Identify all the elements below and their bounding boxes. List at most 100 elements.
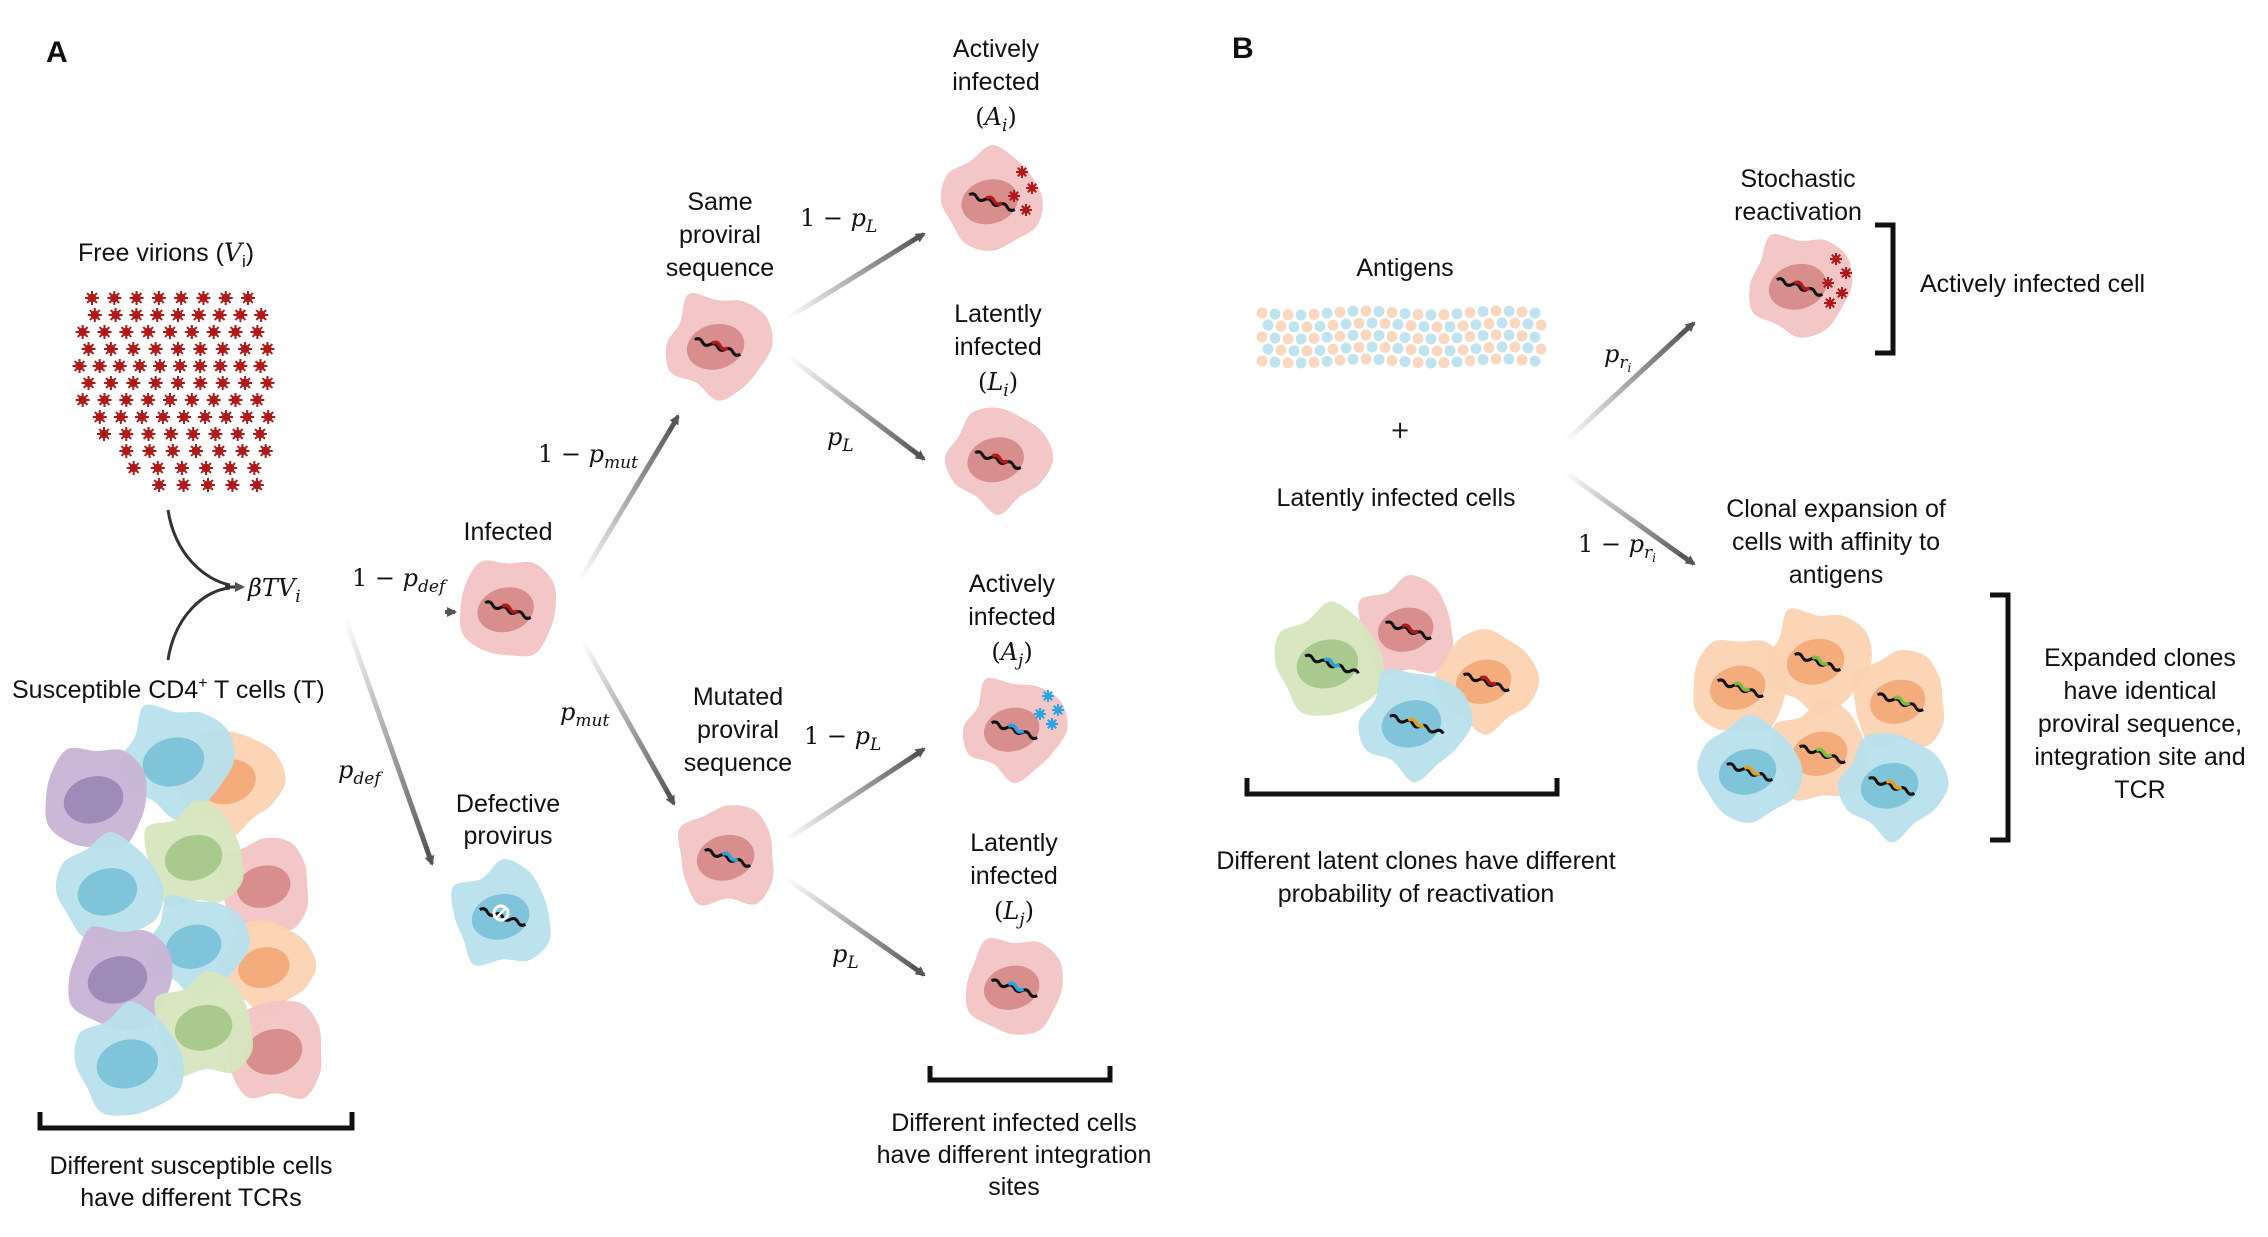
virion-icon bbox=[1042, 690, 1054, 702]
virion-icon bbox=[201, 478, 215, 492]
virion-icon bbox=[215, 342, 230, 356]
virion-icon bbox=[97, 393, 112, 407]
antigen-dot bbox=[1275, 344, 1287, 356]
virion-icon bbox=[240, 410, 255, 424]
virion-icon bbox=[87, 308, 102, 322]
provirus-dna bbox=[1794, 652, 1842, 672]
defective-provirus-cell bbox=[451, 859, 551, 966]
antigen-dot bbox=[1386, 330, 1398, 342]
virion-icon bbox=[253, 359, 268, 373]
antigen-dot bbox=[1288, 321, 1300, 333]
cell-purple bbox=[68, 926, 173, 1031]
antigen-dot bbox=[1412, 333, 1424, 345]
cell-nucleus bbox=[471, 893, 530, 940]
integration-segment bbox=[1793, 280, 1811, 291]
cell-red bbox=[227, 1000, 322, 1099]
antigen-dot bbox=[1490, 305, 1502, 317]
free-virions-label: Free virions (Vi) bbox=[78, 238, 254, 271]
virion-icon bbox=[260, 342, 275, 356]
virion-icon bbox=[241, 291, 255, 305]
cell-nucleus bbox=[961, 179, 1018, 225]
defective-label-line2: provirus bbox=[464, 822, 553, 850]
latent-i-symbol: (Li) bbox=[978, 368, 1018, 401]
diff-susceptible-line2: have different TCRs bbox=[80, 1184, 301, 1212]
virion-icon bbox=[1822, 277, 1834, 289]
virion-icon bbox=[230, 427, 245, 441]
antigen-dot bbox=[1425, 309, 1437, 321]
virion-icon bbox=[92, 410, 107, 424]
virion-icon bbox=[132, 359, 147, 373]
antigen-dot bbox=[1366, 341, 1378, 353]
cell-merge-curve bbox=[166, 586, 231, 661]
same-seq-line2: proviral bbox=[679, 221, 761, 249]
arrow-mutated-to-latent bbox=[784, 875, 922, 975]
arrow-to-defective bbox=[342, 617, 433, 859]
defect-marker-slash bbox=[495, 907, 507, 919]
expanded-line1: Expanded clones bbox=[2044, 644, 2236, 672]
antigen-dot bbox=[1464, 307, 1476, 319]
antigen-dot bbox=[1477, 354, 1489, 366]
antigen-dot bbox=[1503, 329, 1515, 341]
infected-cell bbox=[460, 560, 556, 657]
virion-icon bbox=[112, 359, 127, 373]
virion-icon bbox=[184, 393, 199, 407]
virion-icon bbox=[198, 410, 213, 424]
antigen-dot bbox=[1353, 341, 1365, 353]
antigen-dot bbox=[1327, 343, 1339, 355]
antigen-dot bbox=[1464, 331, 1476, 343]
virion-icon bbox=[148, 342, 163, 356]
latent-bracket bbox=[1244, 778, 1560, 797]
virion-icon bbox=[148, 376, 163, 390]
virion-icon bbox=[212, 444, 227, 458]
virion-icon bbox=[155, 410, 170, 424]
cell-red bbox=[460, 560, 556, 657]
infected-label: Infected bbox=[464, 518, 553, 546]
antigens-label: Antigens bbox=[1356, 254, 1453, 282]
antigen-dot bbox=[1438, 333, 1450, 345]
expanded-line5: TCR bbox=[2114, 776, 2165, 804]
virion-icon bbox=[238, 376, 253, 390]
antigen-dot bbox=[1327, 319, 1339, 331]
antigen-dot bbox=[1412, 357, 1424, 369]
cell-orange bbox=[1851, 650, 1945, 749]
cell-blue bbox=[74, 1001, 184, 1116]
virion-icon bbox=[152, 478, 167, 492]
integration-segment bbox=[1007, 723, 1025, 734]
cell-nucleus bbox=[1768, 263, 1827, 310]
cell-nucleus bbox=[1718, 748, 1777, 795]
arrow-mutated-to-active-head bbox=[910, 747, 926, 759]
virion-icon bbox=[1016, 166, 1028, 178]
virion-icon bbox=[119, 325, 134, 339]
antigen-dot bbox=[1451, 332, 1463, 344]
antigen-dot bbox=[1457, 344, 1469, 356]
antigen-dot bbox=[1431, 321, 1443, 333]
antigen-dot bbox=[1399, 308, 1411, 320]
cell-red bbox=[965, 937, 1063, 1035]
diff-infected-line3: sites bbox=[988, 1173, 1039, 1201]
antigen-dot bbox=[1529, 331, 1541, 343]
provirus-dna bbox=[1716, 678, 1764, 698]
virion-icon bbox=[171, 308, 185, 322]
latently-infected-i-cell bbox=[944, 407, 1054, 515]
virion-icon bbox=[75, 393, 90, 407]
cell-nucleus bbox=[244, 1028, 303, 1075]
antigen-dot bbox=[1451, 308, 1463, 320]
virion-icon bbox=[184, 325, 199, 339]
provirus-dna bbox=[484, 600, 532, 620]
mutated-seq-line2: proviral bbox=[697, 716, 779, 744]
virion-icon bbox=[81, 342, 96, 356]
integration-segment bbox=[1733, 681, 1751, 692]
virion-merge-curve bbox=[166, 509, 231, 587]
cell-nucleus bbox=[983, 707, 1040, 752]
expanded-clones-group bbox=[1693, 608, 1949, 843]
virion-icon bbox=[1026, 182, 1038, 194]
provirus-dna bbox=[1384, 620, 1432, 640]
virion-icon bbox=[1840, 267, 1852, 279]
virion-icon bbox=[129, 291, 144, 305]
antigen-dot bbox=[1334, 354, 1346, 366]
cell-nucleus bbox=[696, 834, 755, 881]
active-i-line2: infected bbox=[952, 68, 1040, 96]
diff-infected-line2: have different integration bbox=[877, 1141, 1152, 1169]
arrow-same-to-latent-head bbox=[910, 448, 926, 461]
cell-nucleus bbox=[238, 947, 290, 989]
